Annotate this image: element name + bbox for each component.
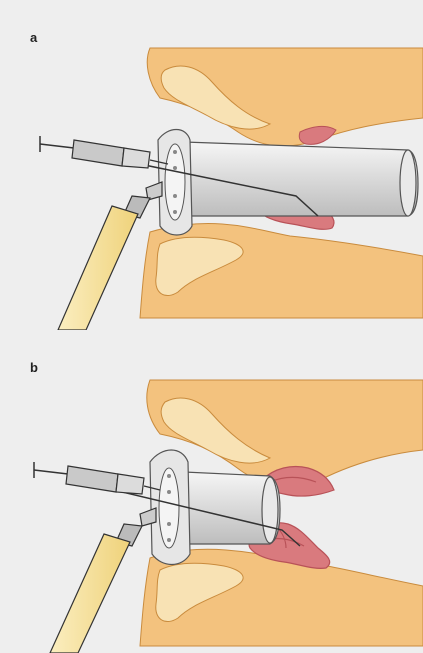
panel-b: b — [0, 330, 423, 653]
scope-tube — [184, 142, 418, 216]
light-cable-icon — [50, 508, 156, 653]
syringe-icon — [40, 136, 168, 168]
panel-b-drawing — [0, 330, 423, 653]
endoscope-icon — [58, 206, 138, 330]
syringe-icon — [34, 462, 160, 494]
endoscope-icon — [50, 534, 130, 653]
panel-a-drawing — [0, 0, 423, 330]
flange-ring — [158, 130, 192, 236]
panel-a: a — [0, 0, 423, 330]
